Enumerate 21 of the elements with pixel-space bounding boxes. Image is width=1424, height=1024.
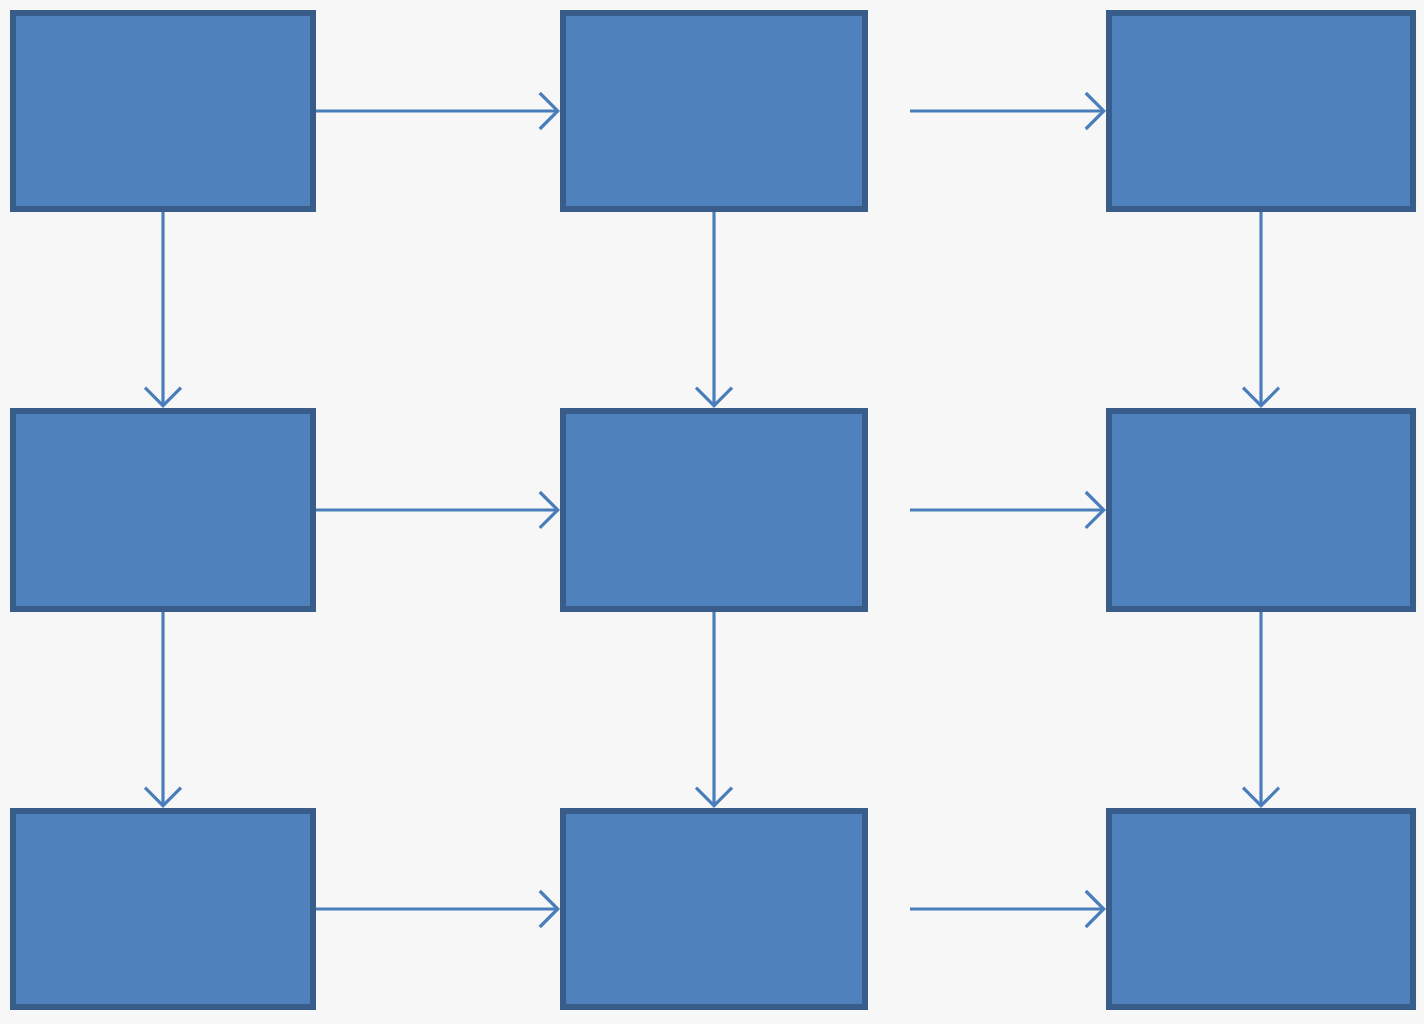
arrow <box>316 490 560 530</box>
process-box <box>1106 808 1416 1010</box>
process-box <box>560 808 868 1010</box>
arrow <box>316 889 560 929</box>
arrow <box>910 91 1106 131</box>
arrow <box>910 889 1106 929</box>
arrow <box>143 212 183 408</box>
arrow <box>694 612 734 808</box>
arrow <box>1241 212 1281 408</box>
arrow <box>316 91 560 131</box>
process-box <box>1106 408 1416 612</box>
arrow <box>910 490 1106 530</box>
arrow <box>694 212 734 408</box>
process-box <box>10 808 316 1010</box>
arrow <box>143 612 183 808</box>
process-box <box>560 408 868 612</box>
process-box <box>10 10 316 212</box>
process-box <box>560 10 868 212</box>
process-box <box>10 408 316 612</box>
process-box <box>1106 10 1416 212</box>
arrow <box>1241 612 1281 808</box>
